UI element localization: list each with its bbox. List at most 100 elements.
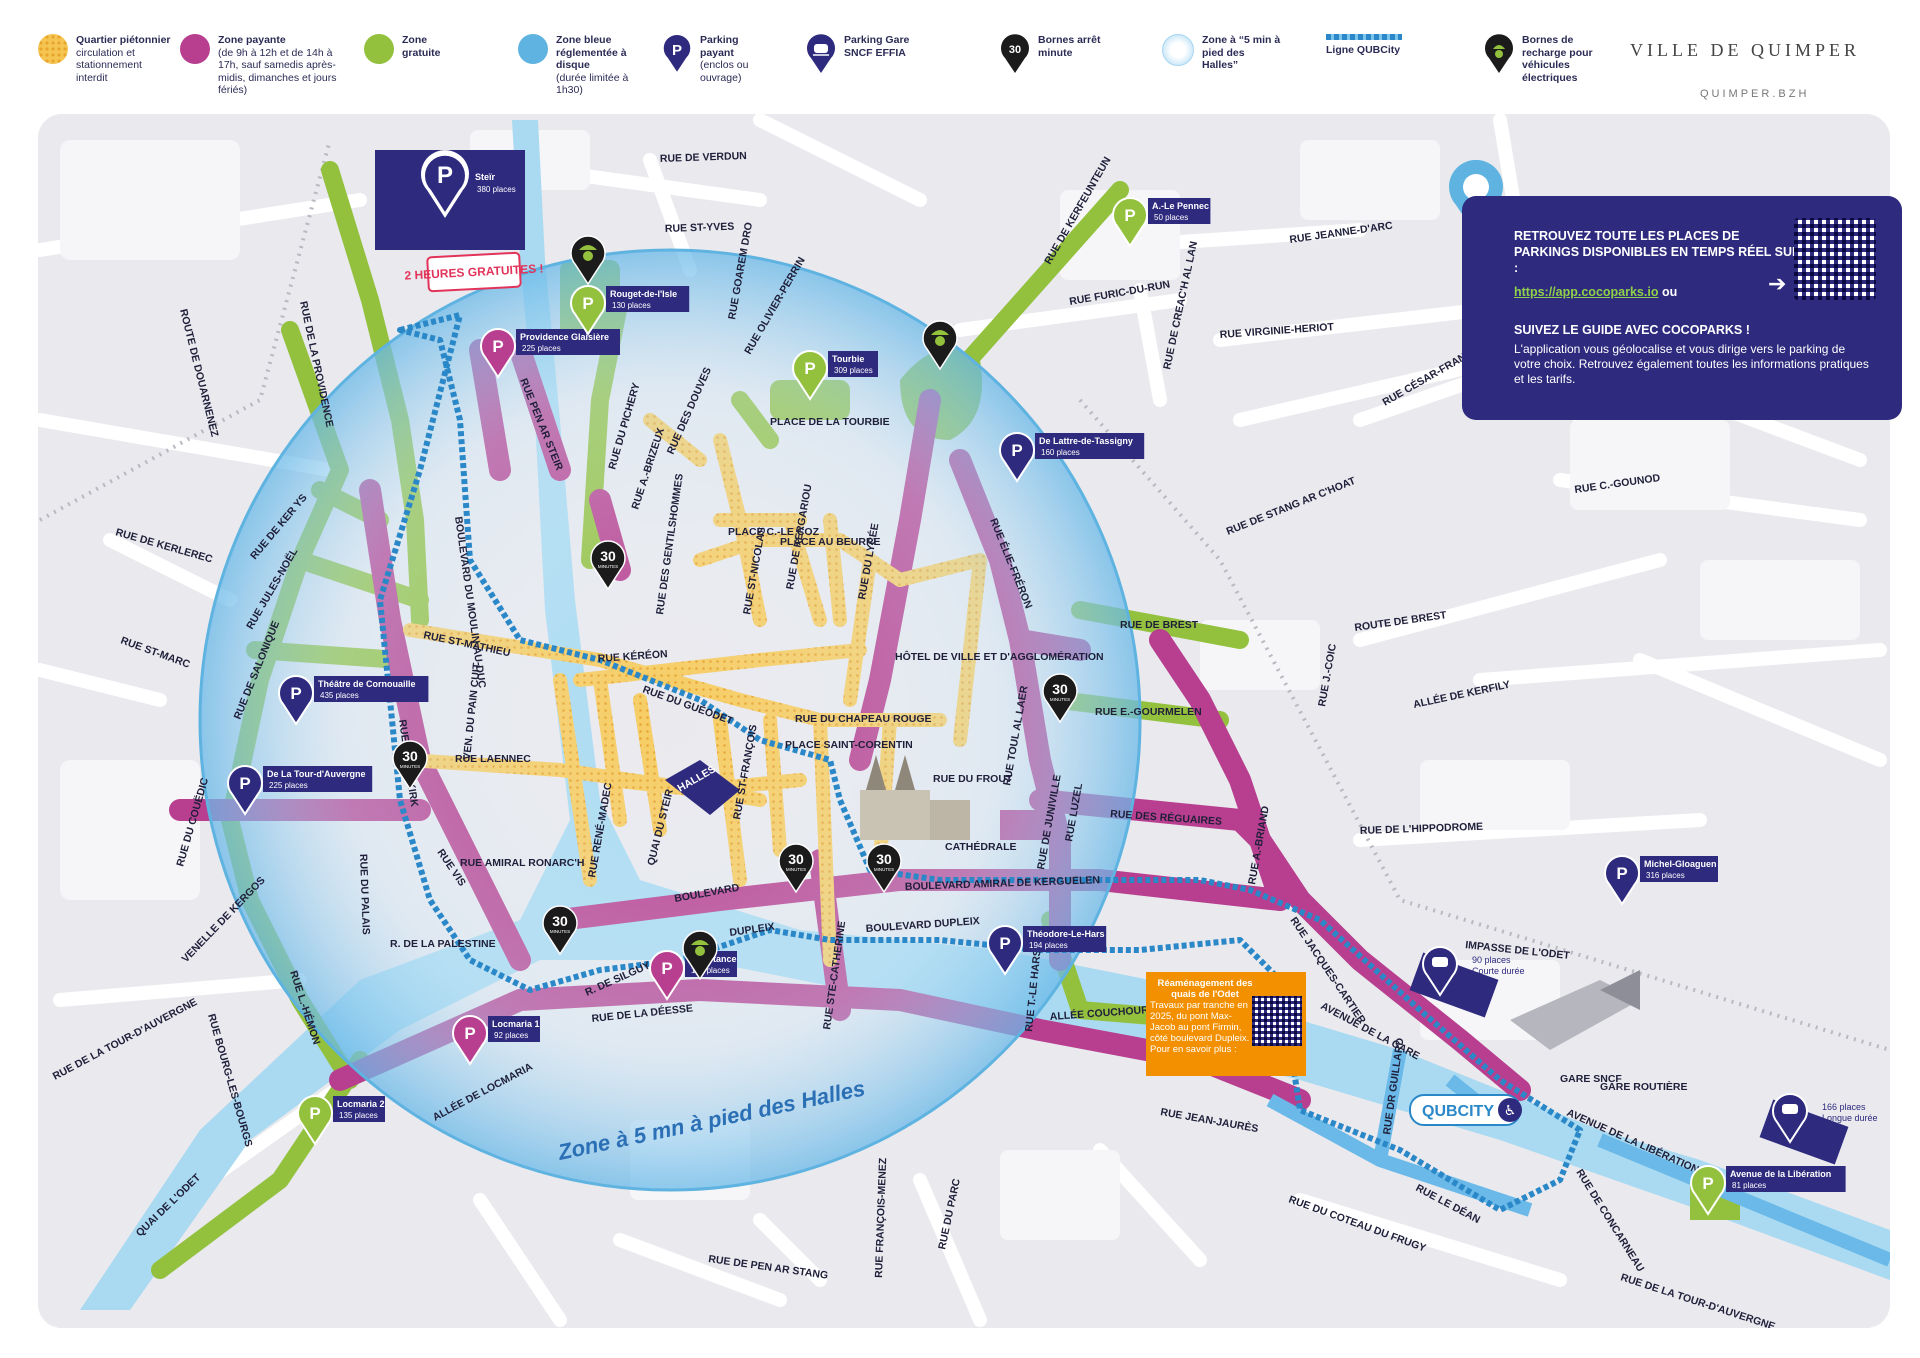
ev-charging-marker[interactable] <box>922 320 958 371</box>
cocoparks-info-box: RETROUVEZ TOUTE LES PLACES DE PARKINGS D… <box>1462 196 1902 420</box>
minute-stop-icon <box>1042 673 1078 724</box>
parking-places: 50 places <box>1154 213 1188 222</box>
ev-charging-marker[interactable] <box>570 235 606 286</box>
parking-pin-icon <box>987 925 1023 976</box>
svg-text:P: P <box>999 934 1010 953</box>
zone5-swatch <box>1162 34 1194 66</box>
street-label: RUE E.-GOURMELEN <box>1095 706 1202 718</box>
gare-routiere-label: GARE ROUTIÈRE <box>1600 1080 1688 1093</box>
parking-places: 194 places <box>1029 941 1068 950</box>
map-frame[interactable]: Zone à 5 mn à pied des Halles HALLES CAT… <box>38 114 1890 1328</box>
city-map[interactable]: Zone à 5 mn à pied des Halles HALLES CAT… <box>38 114 1890 1328</box>
place-corentin-label: PLACE SAINT-CORENTIN <box>785 739 913 751</box>
legend-blue-title: Zone bleue réglementée à disque <box>556 34 627 71</box>
qubcity-logo[interactable]: QUBCITY ♿ <box>1409 1094 1522 1126</box>
ev-charge-pin-icon <box>1485 34 1513 73</box>
street-label: RUE DU FROUT <box>933 773 1013 785</box>
svg-text:P: P <box>804 359 815 378</box>
cathedral-icon[interactable] <box>860 755 970 840</box>
works-qr-code-icon[interactable] <box>1252 996 1302 1046</box>
parking-places: 316 places <box>1646 871 1685 880</box>
street-label: RUE AMIRAL RONARC'H <box>460 857 584 869</box>
parking-marker[interactable]: P Michel-Gloaguen 316 places <box>1604 855 1718 906</box>
parking-pin-icon <box>278 675 314 726</box>
legend-paid-sub: (de 9h à 12h et de 14h à 17h, sauf samed… <box>218 46 337 97</box>
street-label: RUE DE VERDUN <box>660 150 747 165</box>
legend-gare: Parking Gare SNCF EFFIA <box>806 34 924 74</box>
parking-name: Locmaria 2 <box>337 1099 385 1109</box>
svg-text:P: P <box>1616 864 1627 883</box>
parking-name: Providence Glaisière <box>520 332 609 342</box>
minute-pin-icon: 30 <box>1001 34 1029 73</box>
parking-name: Michel-Gloaguen <box>1644 859 1717 869</box>
street-label: RUE DE L'HIPPODROME <box>1360 821 1484 837</box>
street-label: RUE DU CHAPEAU ROUGE <box>795 713 932 725</box>
ev-charging-markers[interactable] <box>570 235 958 981</box>
street-label: R. DE LA PALESTINE <box>390 938 496 950</box>
hotel-label: HÔTEL DE VILLE ET D'AGGLOMÉRATION <box>895 650 1104 663</box>
minute-stop-label: 30 <box>552 913 568 929</box>
parking-pin-icon <box>792 350 828 401</box>
minute-stop-markers[interactable]: 30MINUTES30MINUTES30MINUTES30MINUTES30MI… <box>392 540 1078 956</box>
minute-stop-label: 30 <box>402 748 418 764</box>
svg-text:P: P <box>492 337 503 356</box>
svg-text:P: P <box>1011 441 1022 460</box>
minute-stop-sub: MINUTES <box>1050 697 1070 702</box>
minute-stop-icon <box>778 843 814 894</box>
parking-name: Locmaria 1 <box>492 1019 540 1029</box>
svg-text:P: P <box>1124 206 1135 225</box>
gare-sncf-building[interactable] <box>1510 970 1640 1050</box>
parking-places: 225 places <box>522 344 561 353</box>
minute-stop-icon <box>590 540 626 591</box>
cocoparks-link[interactable]: https://app.cocoparks.io <box>1514 285 1659 299</box>
info-guide: SUIVEZ LE GUIDE AVEC COCOPARKS ! <box>1514 323 1750 337</box>
svg-text:P: P <box>672 42 682 59</box>
works-more: Pour en savoir plus : <box>1150 1044 1237 1055</box>
street-label: RUE ST-YVES <box>665 221 735 235</box>
minute-stop-icon <box>392 740 428 791</box>
cathedrale-label: CATHÉDRALE <box>945 840 1017 853</box>
info-title: RETROUVEZ TOUTE LES PLACES DE PARKINGS D… <box>1514 229 1802 275</box>
qr-code-icon[interactable] <box>1794 218 1876 300</box>
gare-parking-places: 90 places <box>1472 955 1511 965</box>
parking-marker[interactable]: P Providence Glaisière 225 places <box>480 328 620 379</box>
works-title: Réaménagement des quais de l'Odet <box>1157 978 1253 1000</box>
parking-places: 81 places <box>1732 1181 1766 1190</box>
parking-marker[interactable]: P Locmaria 2 135 places <box>297 1095 385 1146</box>
legend-zone5-title: Zone à “5 min à pied des Halles” <box>1202 34 1281 71</box>
legend-arret-title: Bornes arrêt minute <box>1038 34 1101 59</box>
parking-name: Avenue de la Libération <box>1730 1169 1831 1179</box>
ev-charging-marker[interactable] <box>682 930 718 981</box>
legend-qubcity: Ligne QUBCity <box>1326 34 1402 57</box>
parking-places: 135 places <box>339 1111 378 1120</box>
zone-5-min-circle <box>198 248 1142 1192</box>
info-desc: L'application vous géolocalise et vous d… <box>1514 342 1869 386</box>
svg-text:P: P <box>309 1104 320 1123</box>
train-pin-icon <box>807 34 835 73</box>
parking-places: 160 places <box>1041 448 1080 457</box>
arrow-right-icon: ➔ <box>1768 271 1787 296</box>
street-label: RUE FRANÇOIS-MENEZ <box>873 1157 889 1278</box>
legend-parking-title: Parking payant <box>700 34 739 59</box>
minute-stop-icon <box>866 843 902 894</box>
parking-places: 225 places <box>269 781 308 790</box>
qubcity-logo-text: QUBCITY <box>1422 1103 1494 1120</box>
